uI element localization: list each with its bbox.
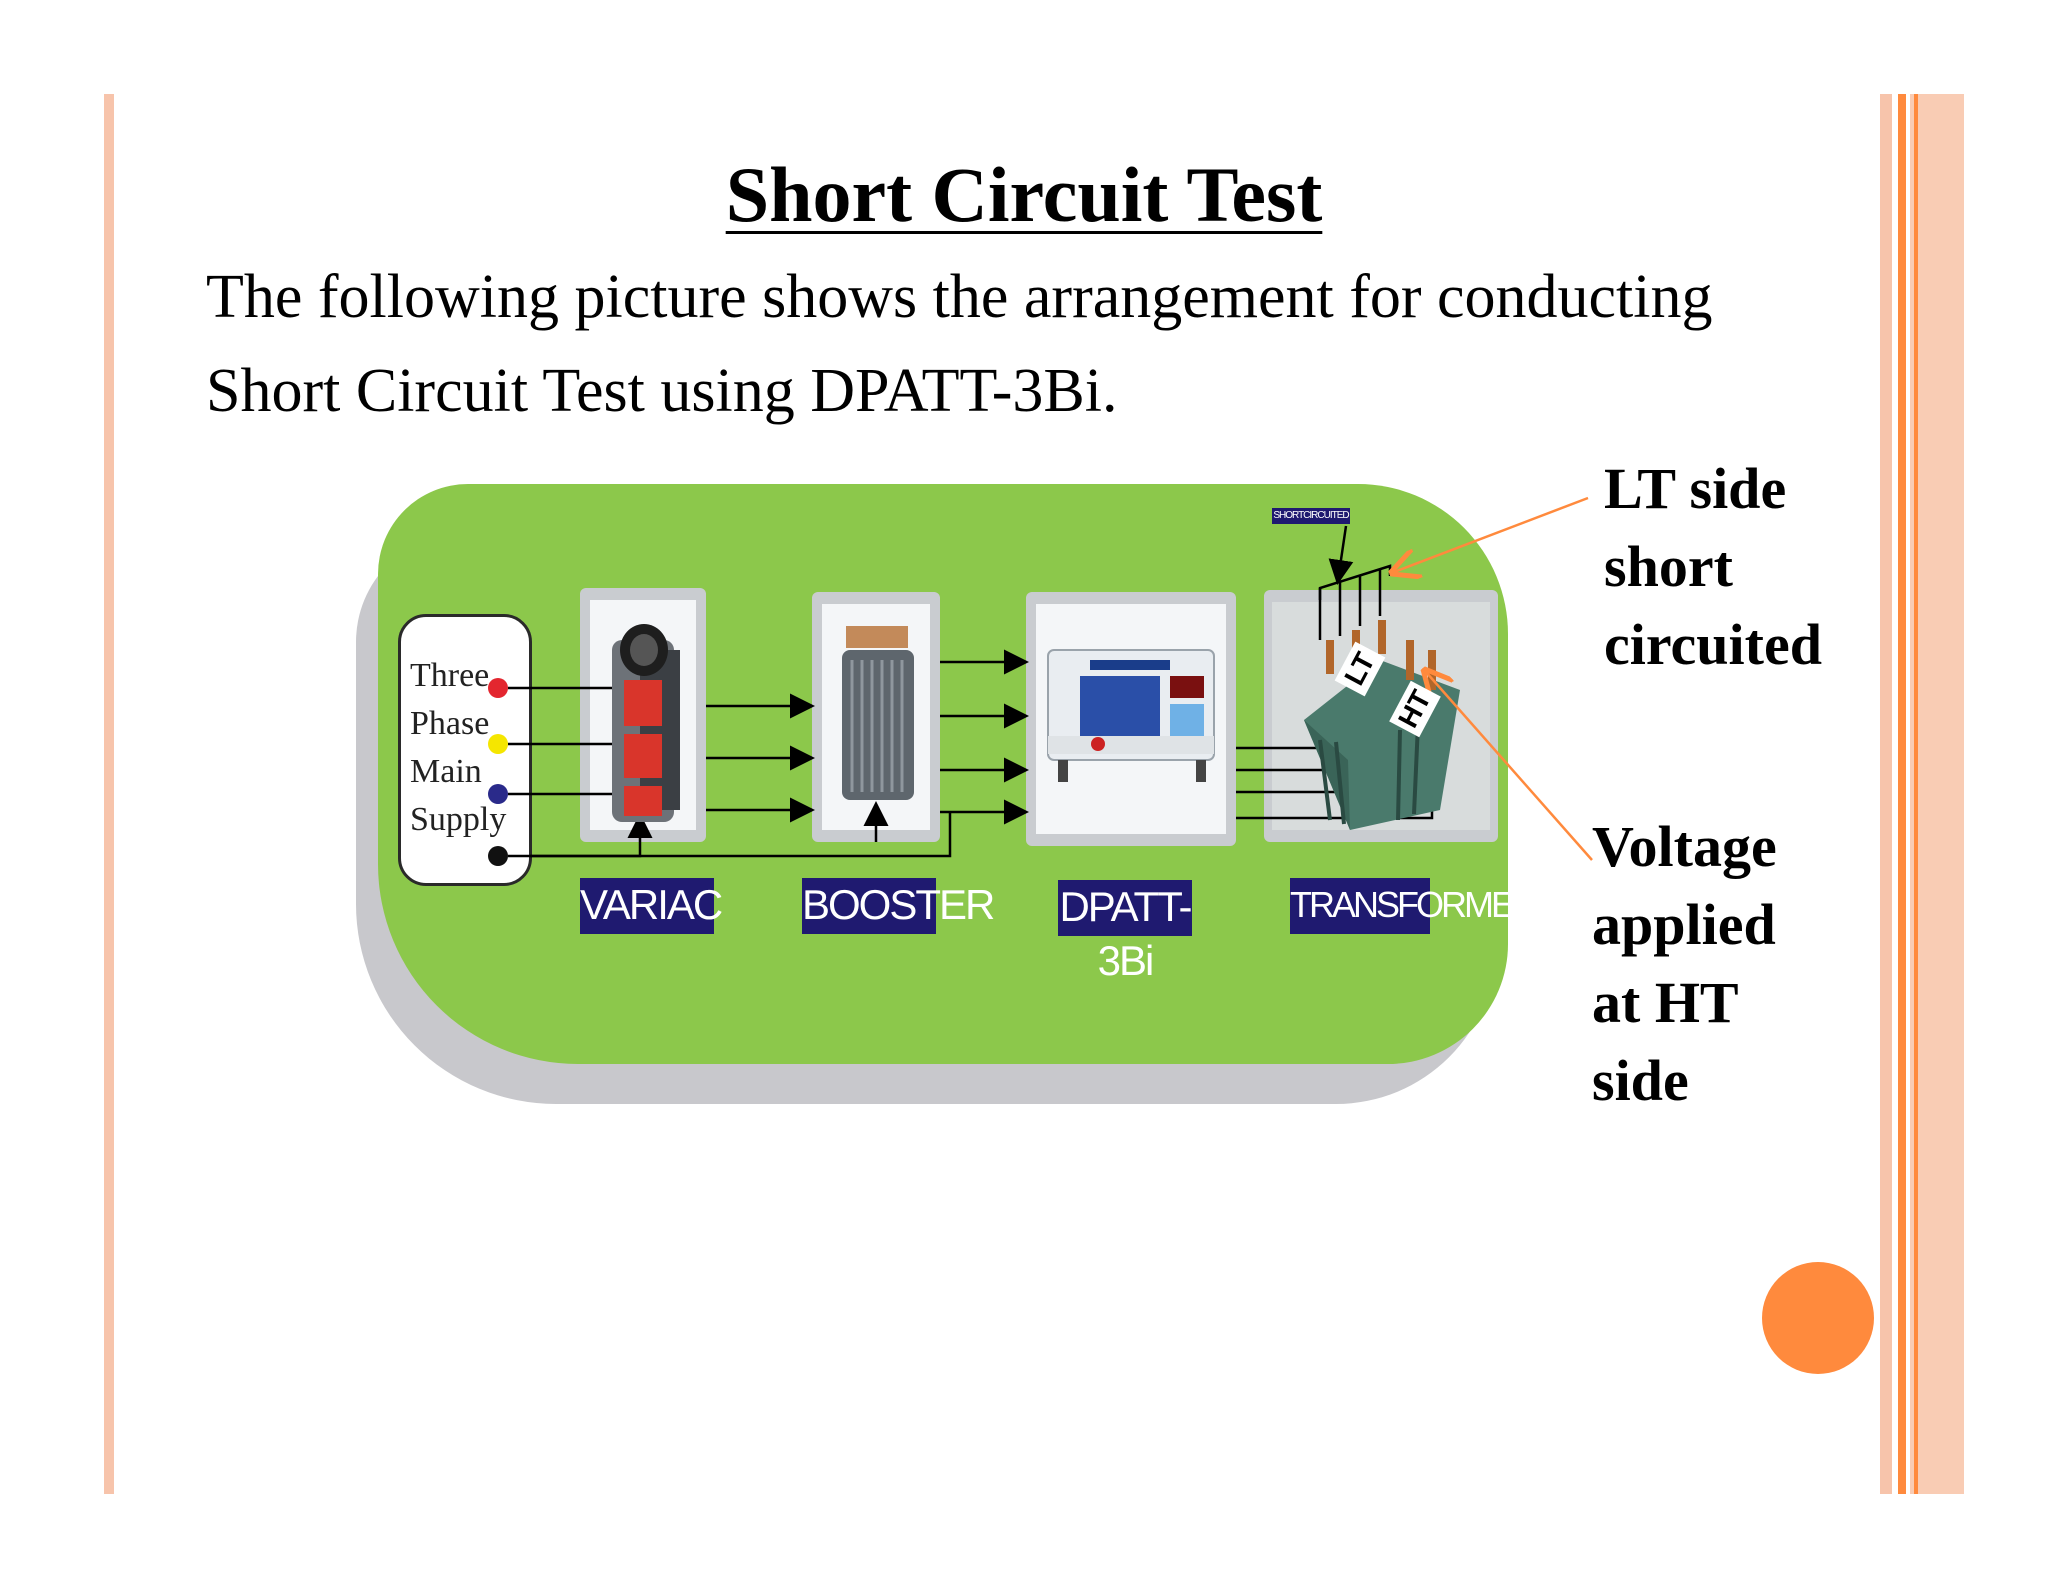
booster-label: BOOSTER xyxy=(802,878,995,934)
ht-annotation-line: applied xyxy=(1592,892,1776,957)
lt-annotation-line: short xyxy=(1604,534,1733,599)
dpatt-device xyxy=(1047,649,1215,782)
supply-label-line: Three xyxy=(410,657,490,694)
right-border-band xyxy=(1910,94,1964,1494)
supply-dot-yellow xyxy=(488,734,508,754)
variac-booster-wires xyxy=(706,693,815,823)
body-text-line-1: The following picture shows the arrangem… xyxy=(206,263,1713,331)
supply-box xyxy=(398,614,532,886)
shortcircuited-tag: SHORTCIRCUITED xyxy=(1272,508,1350,524)
body-text-line-2: Short Circuit Test using DPATT-3Bi. xyxy=(206,357,1118,425)
right-border-stripe xyxy=(1898,94,1906,1494)
supply-dot-red xyxy=(488,678,508,698)
supply-label: Three Phase Main Supply xyxy=(410,652,506,844)
transformer-device xyxy=(1304,620,1460,830)
transformer-label: TRANSFORMER xyxy=(1290,878,1538,934)
right-border-stripe-inner xyxy=(1914,94,1918,1494)
right-border-stripe-outer xyxy=(1880,94,1892,1494)
left-border-line xyxy=(104,94,114,1494)
lt-annotation-arrow xyxy=(1394,496,1589,572)
supply-label-line: Phase xyxy=(410,705,490,742)
lt-annotation: LT side short circuited xyxy=(1604,450,1822,684)
supply-label-line: Supply xyxy=(410,801,507,838)
lt-annotation-line: LT side xyxy=(1604,456,1787,521)
supply-dot-blue xyxy=(488,784,508,804)
lt-annotation-line: circuited xyxy=(1604,612,1822,677)
ht-annotation-line: side xyxy=(1592,1048,1689,1113)
variac-label: VARIAC xyxy=(580,878,723,934)
supply-label-line: Main xyxy=(410,753,482,790)
orange-circle-decoration xyxy=(1762,1262,1874,1374)
ht-annotation-line: Voltage xyxy=(1592,814,1777,879)
ht-annotation: Voltage applied at HT side xyxy=(1592,808,1777,1120)
booster-device xyxy=(842,626,914,842)
ht-annotation-arrow xyxy=(1426,672,1593,861)
slide-title: Short Circuit Test xyxy=(725,151,1323,238)
ht-annotation-line: at HT xyxy=(1592,970,1739,1035)
supply-dot-black xyxy=(488,846,508,866)
dpatt-label: DPATT-3Bi xyxy=(1058,880,1193,984)
booster-dpatt-wires xyxy=(530,649,1029,858)
variac-device xyxy=(612,624,680,822)
